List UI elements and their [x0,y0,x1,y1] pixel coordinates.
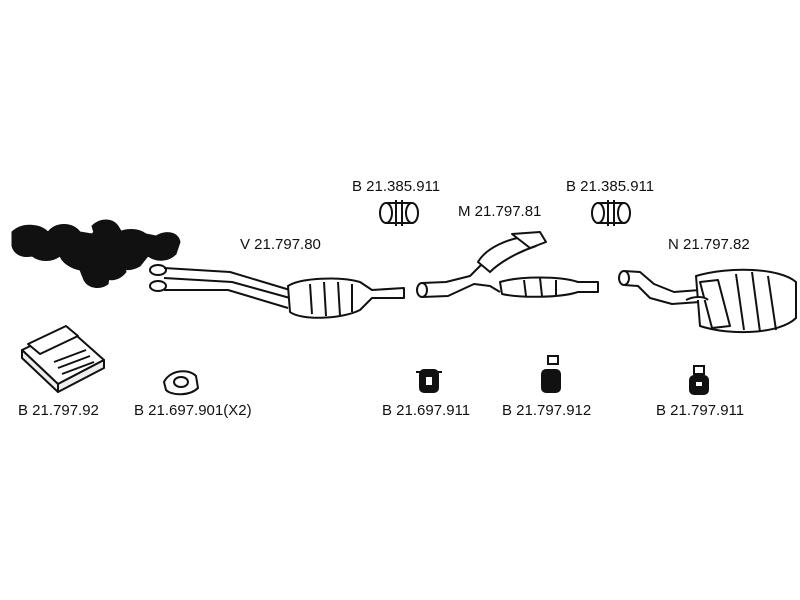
pipe-clamp-icon [591,200,631,226]
gasket-icon [162,370,200,396]
part-code-clamp-right: B 21.385.911 [566,178,655,195]
part-code-hanger-c: B 21.797.911 [656,402,745,419]
part-code-front-pipe: V 21.797.80 [240,236,321,253]
exhaust-manifold-icon [11,219,181,288]
part-code-middle-pipe: M 21.797.81 [458,203,542,220]
part-code-gasket: B 21.697.901(X2) [134,402,252,419]
part-code-hanger-b: B 21.797.912 [502,402,592,419]
part-code-hanger-a: B 21.697.911 [382,402,471,419]
rubber-hanger-icon [416,369,442,393]
pipe-clamp-icon [379,200,419,226]
middle-pipe-silencer-icon [416,231,599,298]
mounting-kit-box-icon [21,325,105,393]
rear-silencer-icon [618,268,797,334]
part-code-mounting-kit: B 21.797.92 [18,402,99,419]
rubber-hanger-icon [689,365,709,395]
front-pipe-catalyst-icon [149,264,405,319]
part-code-clamp-left: B 21.385.911 [352,178,441,195]
part-code-rear-silencer: N 21.797.82 [668,236,750,253]
rubber-hanger-icon [541,355,561,393]
